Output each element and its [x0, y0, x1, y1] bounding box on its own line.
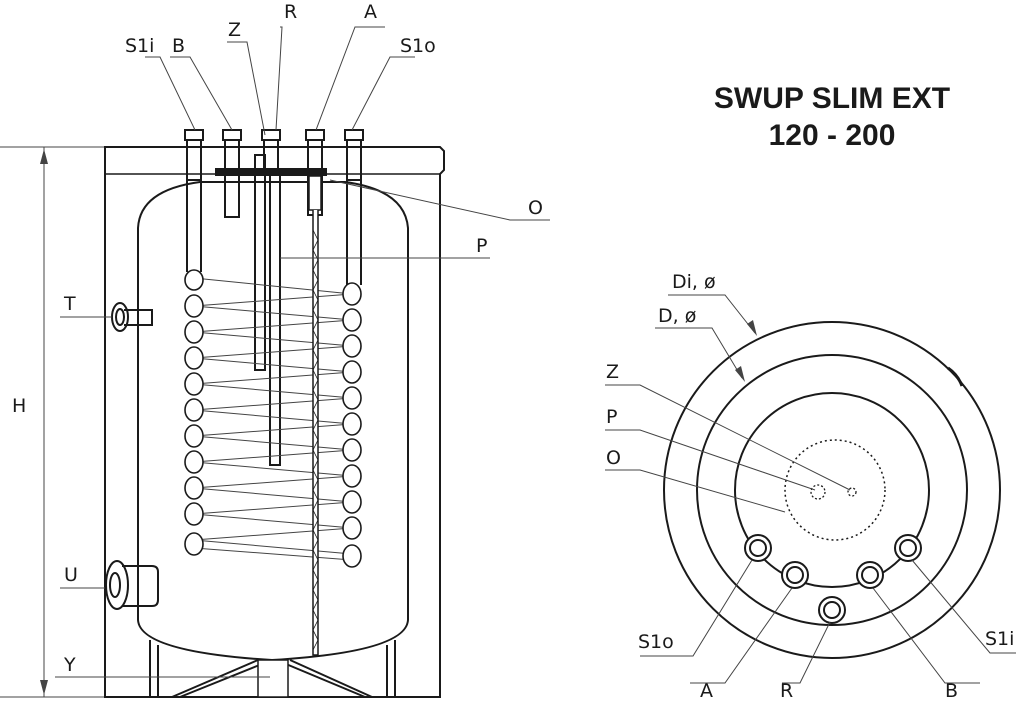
label-b-top: B — [945, 680, 958, 702]
outer-diameter-circle — [663, 321, 1001, 659]
anode-rod — [308, 175, 322, 656]
u-connection — [105, 560, 159, 610]
label-u-side: U — [64, 564, 78, 586]
label-y-side: Y — [63, 654, 76, 676]
jacket-diameter-circle — [696, 354, 968, 626]
label-r-side: R — [284, 1, 297, 23]
flange-dotted-circle — [784, 439, 886, 541]
label-h-side: H — [12, 395, 26, 417]
label-o-side: O — [528, 197, 543, 219]
product-title-line2: 120 - 200 — [769, 119, 896, 152]
label-s1o-top: S1o — [638, 631, 674, 653]
side-leader-lines — [55, 26, 550, 678]
label-a-top: A — [700, 680, 713, 702]
label-s1i-top: S1i — [985, 628, 1014, 650]
top-leader-lines — [605, 294, 1016, 684]
product-title-line1: SWUP SLIM EXT — [714, 82, 950, 115]
height-dimension — [0, 146, 215, 698]
label-t-side: T — [63, 293, 76, 315]
label-z-side: Z — [228, 19, 241, 41]
label-d: D, ø — [658, 305, 696, 327]
heat-exchanger-coil — [184, 269, 362, 568]
z-port-circle — [847, 487, 857, 497]
label-o-top: O — [606, 447, 621, 469]
top-view: Di, ø D, ø Z P O S1o A R B S1i — [605, 271, 1016, 702]
outer-jacket — [104, 146, 445, 698]
inner-tank-circle — [734, 392, 930, 588]
label-di: Di, ø — [672, 271, 716, 293]
support-legs — [149, 640, 396, 698]
label-p-top: P — [606, 406, 617, 428]
connection-rings — [744, 534, 922, 624]
label-s1o-side: S1o — [400, 35, 436, 57]
label-p-side: P — [476, 235, 487, 257]
label-a-side: A — [364, 1, 377, 23]
top-connections — [184, 129, 364, 466]
p-port-circle — [810, 484, 826, 500]
side-view: S1i B Z R A S1o O P T H U Y — [0, 1, 550, 698]
label-r-top: R — [780, 680, 793, 702]
label-z-top: Z — [606, 361, 619, 383]
label-b-side: B — [172, 35, 185, 57]
inner-tank — [137, 181, 409, 662]
label-s1i-side: S1i — [125, 35, 154, 57]
t-connection — [111, 302, 153, 332]
